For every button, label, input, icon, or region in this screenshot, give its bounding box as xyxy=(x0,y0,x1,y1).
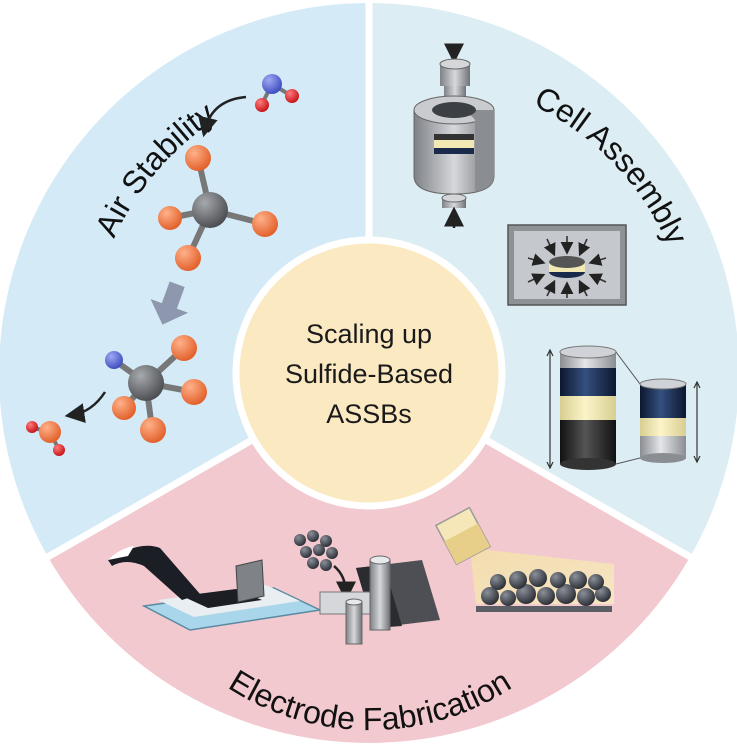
isostatic-press-icon xyxy=(507,224,627,306)
electrode-fabrication-illustration xyxy=(108,506,614,645)
incoming-molecule-icon xyxy=(255,74,299,112)
thin-cell-icon xyxy=(639,378,701,464)
press-top-punch-icon xyxy=(439,58,471,100)
press-bottom-punch-icon xyxy=(441,193,467,208)
svg-text:Scaling up: Scaling up xyxy=(306,319,432,349)
released-molecule-icon xyxy=(26,421,65,456)
product-molecule-icon xyxy=(105,335,207,443)
powder-particles-icon xyxy=(294,530,338,571)
center-title-line-3: ASSBs xyxy=(326,399,412,429)
svg-text:Sulfide-Based: Sulfide-Based xyxy=(285,359,453,389)
svg-text:ASSBs: ASSBs xyxy=(326,399,412,429)
center-title-line-1: Scaling up xyxy=(306,319,432,349)
center-circle xyxy=(232,236,506,510)
tetrahedral-molecule-icon xyxy=(158,145,278,271)
outgoing-arrow-icon xyxy=(64,391,107,424)
roller-press-icon xyxy=(319,555,440,645)
press-die-icon xyxy=(413,95,495,195)
powder-to-roller-arrow-icon xyxy=(333,565,356,602)
comparison-guide-lines xyxy=(615,351,641,465)
center-title-line-2: Sulfide-Based xyxy=(285,359,453,389)
reaction-arrow-icon xyxy=(150,281,189,325)
cell-assembly-illustration xyxy=(413,43,701,470)
incoming-arrow-icon xyxy=(198,95,247,138)
air-stability-illustration xyxy=(26,74,299,456)
solvent-infiltration-icon xyxy=(434,506,614,612)
